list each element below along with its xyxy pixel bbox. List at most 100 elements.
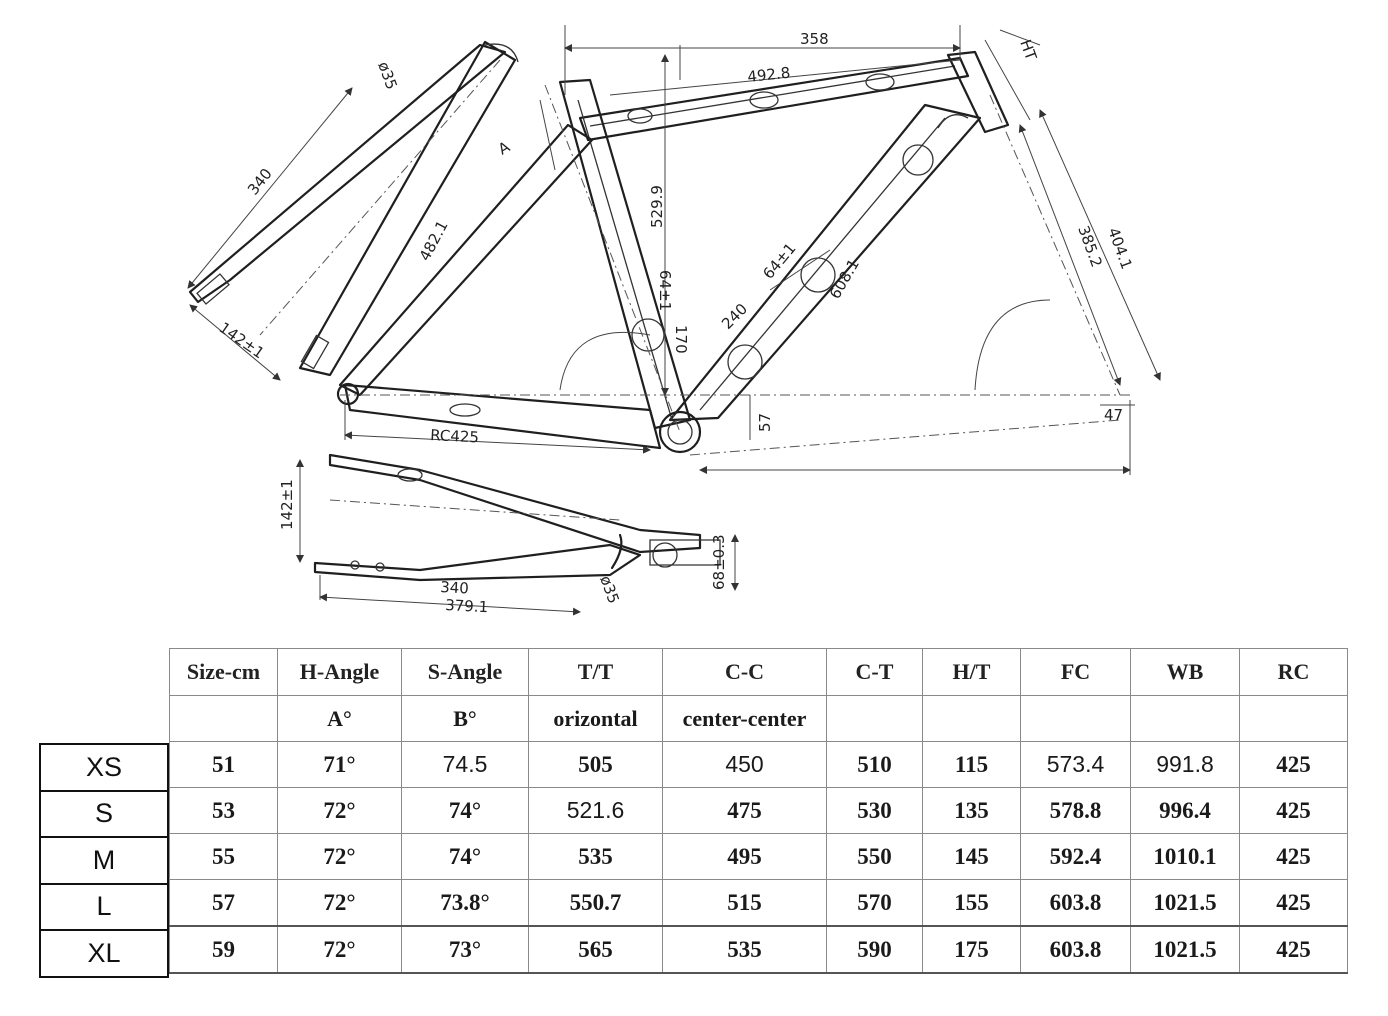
dim-stay-142: 142±1 (278, 479, 296, 530)
table-cell: 1010.1 (1130, 833, 1240, 880)
table-cell: 72° (277, 925, 402, 974)
table-cell: 425 (1239, 879, 1348, 927)
dim-rc425: RC425 (430, 426, 480, 447)
angle-a-label: A (495, 137, 514, 158)
dim-68: 68±0.3 (710, 534, 728, 590)
table-cell: 603.8 (1020, 879, 1131, 927)
table-cell: 425 (1239, 833, 1348, 880)
table-cell: 71° (277, 741, 402, 788)
header-cc: C-C (662, 648, 827, 696)
size-label-m: M (41, 838, 167, 885)
table-cell: 590 (826, 925, 923, 974)
table-cell: 530 (826, 787, 923, 834)
table-cell: 57 (169, 879, 278, 927)
geometry-table: Size-cm H-Angle S-Angle T/T C-C C-T H/T … (169, 648, 1348, 974)
table-cell: 573.4 (1020, 741, 1131, 788)
table-cell: 74° (401, 787, 529, 834)
dim-482-1: 482.1 (416, 218, 452, 264)
size-label-s: S (41, 792, 167, 838)
dim-492-8: 492.8 (747, 64, 792, 86)
dim-down-64: 64±1 (759, 239, 799, 282)
main-frame (336, 50, 1010, 454)
table-row: 55 72° 74° 535 495 550 145 592.4 1010.1 … (169, 833, 1348, 880)
table-cell: 505 (528, 741, 663, 788)
dim-240: 240 (718, 300, 751, 333)
table-row: 59 72° 73° 565 535 590 175 603.8 1021.5 … (169, 925, 1348, 974)
subheader-cell (1020, 695, 1131, 742)
size-label-xs: XS (41, 745, 167, 792)
dim-608-1: 608.1 (826, 256, 863, 302)
table-cell: 74.5 (401, 741, 529, 788)
dim-57: 57 (756, 413, 774, 432)
dim-170: 170 (672, 325, 690, 354)
table-subheader-row: A° B° orizontal center-center (169, 695, 1348, 742)
size-label-xl: XL (41, 931, 167, 978)
table-cell: 1021.5 (1130, 925, 1240, 974)
table-cell: 425 (1239, 787, 1348, 834)
table-cell: 578.8 (1020, 787, 1131, 834)
table-cell: 135 (922, 787, 1021, 834)
header-ht: H/T (922, 648, 1021, 696)
size-labels: XS S M L XL (39, 743, 169, 978)
table-cell: 495 (662, 833, 827, 880)
table-cell: 510 (826, 741, 923, 788)
table-cell: 53 (169, 787, 278, 834)
table-cell: 115 (922, 741, 1021, 788)
table-cell: 550.7 (528, 879, 663, 927)
dim-fork-35: ø35 (374, 59, 401, 92)
table-row: 57 72° 73.8° 550.7 515 570 155 603.8 102… (169, 879, 1348, 927)
dim-379-1: 379.1 (445, 596, 489, 616)
dim-stay-340: 340 (440, 578, 470, 597)
table-cell: 550 (826, 833, 923, 880)
table-cell: 991.8 (1130, 741, 1240, 788)
table-cell: 592.4 (1020, 833, 1131, 880)
table-cell: 73.8° (401, 879, 529, 927)
table-cell: 55 (169, 833, 278, 880)
dim-358: 358 (800, 30, 829, 48)
subheader-cell (922, 695, 1021, 742)
table-cell: 73° (401, 925, 529, 974)
subheader-cell (1239, 695, 1348, 742)
fork-drawing (187, 40, 519, 381)
table-cell: 74° (401, 833, 529, 880)
table-cell: 535 (528, 833, 663, 880)
table-cell: 425 (1239, 741, 1348, 788)
table-cell: 155 (922, 879, 1021, 927)
table-cell: 72° (277, 833, 402, 880)
table-cell: 475 (662, 787, 827, 834)
table-cell: 535 (662, 925, 827, 974)
header-fc: FC (1020, 648, 1131, 696)
table-cell: 72° (277, 787, 402, 834)
table-cell: 1021.5 (1130, 879, 1240, 927)
table-cell: 521.6 (528, 787, 663, 834)
size-label-l: L (41, 885, 167, 931)
table-cell: 450 (662, 741, 827, 788)
dim-fork-142: 142±1 (216, 319, 268, 363)
table-cell: 603.8 (1020, 925, 1131, 974)
header-size: Size-cm (169, 648, 278, 696)
table-cell: 175 (922, 925, 1021, 974)
table-header-row: Size-cm H-Angle S-Angle T/T C-C C-T H/T … (169, 648, 1348, 696)
header-tt: T/T (528, 648, 663, 696)
subheader-cell (826, 695, 923, 742)
dimension-lines (344, 25, 1161, 475)
subheader-cell: B° (401, 695, 529, 742)
table-cell: 51 (169, 741, 278, 788)
subheader-cell: orizontal (528, 695, 663, 742)
table-cell: 996.4 (1130, 787, 1240, 834)
header-ct: C-T (826, 648, 923, 696)
subheader-cell (169, 695, 278, 742)
table-cell: 565 (528, 925, 663, 974)
table-cell: 425 (1239, 925, 1348, 974)
table-cell: 72° (277, 879, 402, 927)
rear-stay-drawing (296, 453, 739, 616)
subheader-cell (1130, 695, 1240, 742)
table-cell: 570 (826, 879, 923, 927)
dim-fork-340: 340 (244, 165, 276, 199)
table-cell: 59 (169, 925, 278, 974)
header-rc: RC (1239, 648, 1348, 696)
header-wb: WB (1130, 648, 1240, 696)
table-cell: 145 (922, 833, 1021, 880)
dim-ht: HT (1016, 37, 1040, 63)
subheader-cell: center-center (662, 695, 827, 742)
